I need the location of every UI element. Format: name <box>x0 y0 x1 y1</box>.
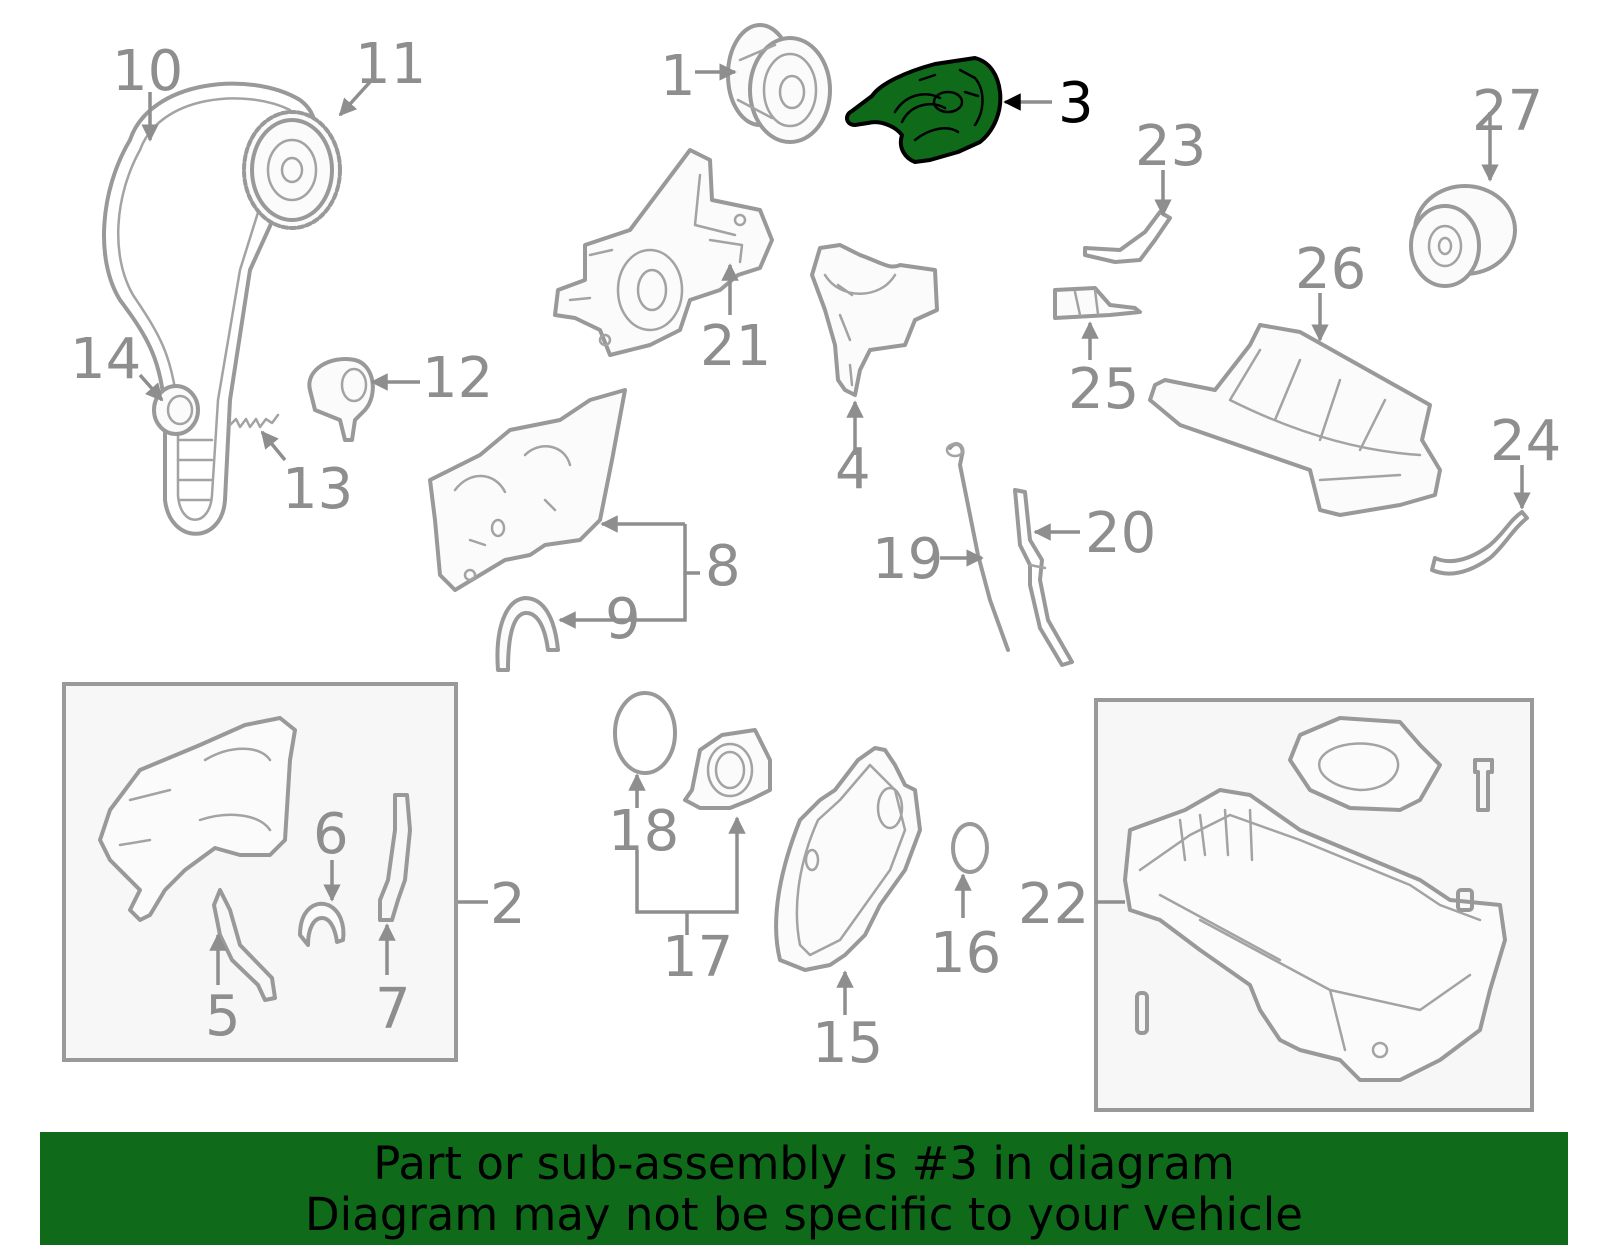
oil-pan-baffle-part-26[interactable] <box>1148 323 1442 517</box>
cover-seal-part-5[interactable] <box>212 888 277 1002</box>
callout-10: 10 <box>112 39 183 104</box>
idler-pulley-part-14[interactable] <box>152 384 200 436</box>
callout-20: 20 <box>1085 501 1156 566</box>
spring-part-13[interactable] <box>228 413 280 429</box>
info-banner: Part or sub-assembly is #3 in diagram Di… <box>40 1132 1568 1245</box>
banner-line-part-number: Part or sub-assembly is #3 in diagram <box>373 1137 1235 1190</box>
callout-9: 9 <box>605 587 641 652</box>
timing-cover-part-8[interactable] <box>428 388 627 592</box>
callout-7: 7 <box>375 977 411 1042</box>
seal-strip-part-7[interactable] <box>378 793 412 922</box>
seal-part-9[interactable] <box>495 596 560 672</box>
gasket-part-16[interactable] <box>951 822 989 874</box>
highlighted-part-3[interactable] <box>845 56 1003 164</box>
oil-pump-part-21[interactable] <box>553 148 774 357</box>
dipstick-tube-part-20[interactable] <box>1013 488 1074 667</box>
seal-retainer-part-17[interactable] <box>683 728 772 810</box>
callout-14: 14 <box>70 327 141 392</box>
oil-pan-gasket-part-22b[interactable] <box>1288 716 1442 812</box>
oil-filter-part-27[interactable] <box>1409 184 1517 288</box>
leader-lines <box>138 63 1531 1015</box>
callout-3: 3 <box>1058 71 1094 136</box>
callout-12: 12 <box>422 346 493 411</box>
callout-21: 21 <box>700 314 771 379</box>
callout-labels: 10 11 1 3 23 27 26 21 14 12 25 24 4 13 2… <box>70 32 1561 1076</box>
callout-24: 24 <box>1490 409 1561 474</box>
tensioner-part-12[interactable] <box>307 357 375 442</box>
callout-26: 26 <box>1295 237 1366 302</box>
callout-13: 13 <box>282 457 353 522</box>
callout-5: 5 <box>205 984 241 1049</box>
rear-gasket-part-15[interactable] <box>774 746 922 972</box>
callout-16: 16 <box>930 921 1001 986</box>
o-ring-part-18[interactable] <box>613 691 677 775</box>
callout-11: 11 <box>355 32 426 97</box>
callout-2: 2 <box>490 872 526 937</box>
callout-8: 8 <box>705 534 741 599</box>
dowel-part-22d[interactable] <box>1135 991 1149 1035</box>
tube-part-24[interactable] <box>1430 510 1529 576</box>
callout-17: 17 <box>662 925 733 990</box>
callout-25: 25 <box>1068 357 1139 422</box>
banner-line-disclaimer: Diagram may not be specific to your vehi… <box>305 1188 1303 1241</box>
timing-belt-part-10[interactable] <box>101 81 317 536</box>
cam-sprocket-part-11[interactable] <box>242 110 342 230</box>
callout-1: 1 <box>660 44 696 109</box>
crank-pulley-part-1[interactable] <box>726 23 832 144</box>
oil-pan-part-22[interactable] <box>1123 788 1507 1082</box>
cover-part-2a[interactable] <box>98 716 297 922</box>
drain-bolt-part-22c[interactable] <box>1473 758 1494 812</box>
strainer-part-23[interactable] <box>1083 210 1172 264</box>
callout-15: 15 <box>812 1011 883 1076</box>
callout-6: 6 <box>313 802 349 867</box>
callout-22: 22 <box>1018 872 1089 937</box>
cover-bracket-part-4[interactable] <box>810 243 939 397</box>
callout-4: 4 <box>835 437 871 502</box>
dipstick-part-19[interactable] <box>945 442 1010 652</box>
callout-27: 27 <box>1472 79 1543 144</box>
pickup-tube-part-25[interactable] <box>1053 286 1142 320</box>
plug-part-22e[interactable] <box>1456 888 1474 912</box>
seal-part-6[interactable] <box>298 901 346 947</box>
callout-19: 19 <box>872 527 943 592</box>
callout-23: 23 <box>1135 114 1206 179</box>
callout-18: 18 <box>608 799 679 864</box>
